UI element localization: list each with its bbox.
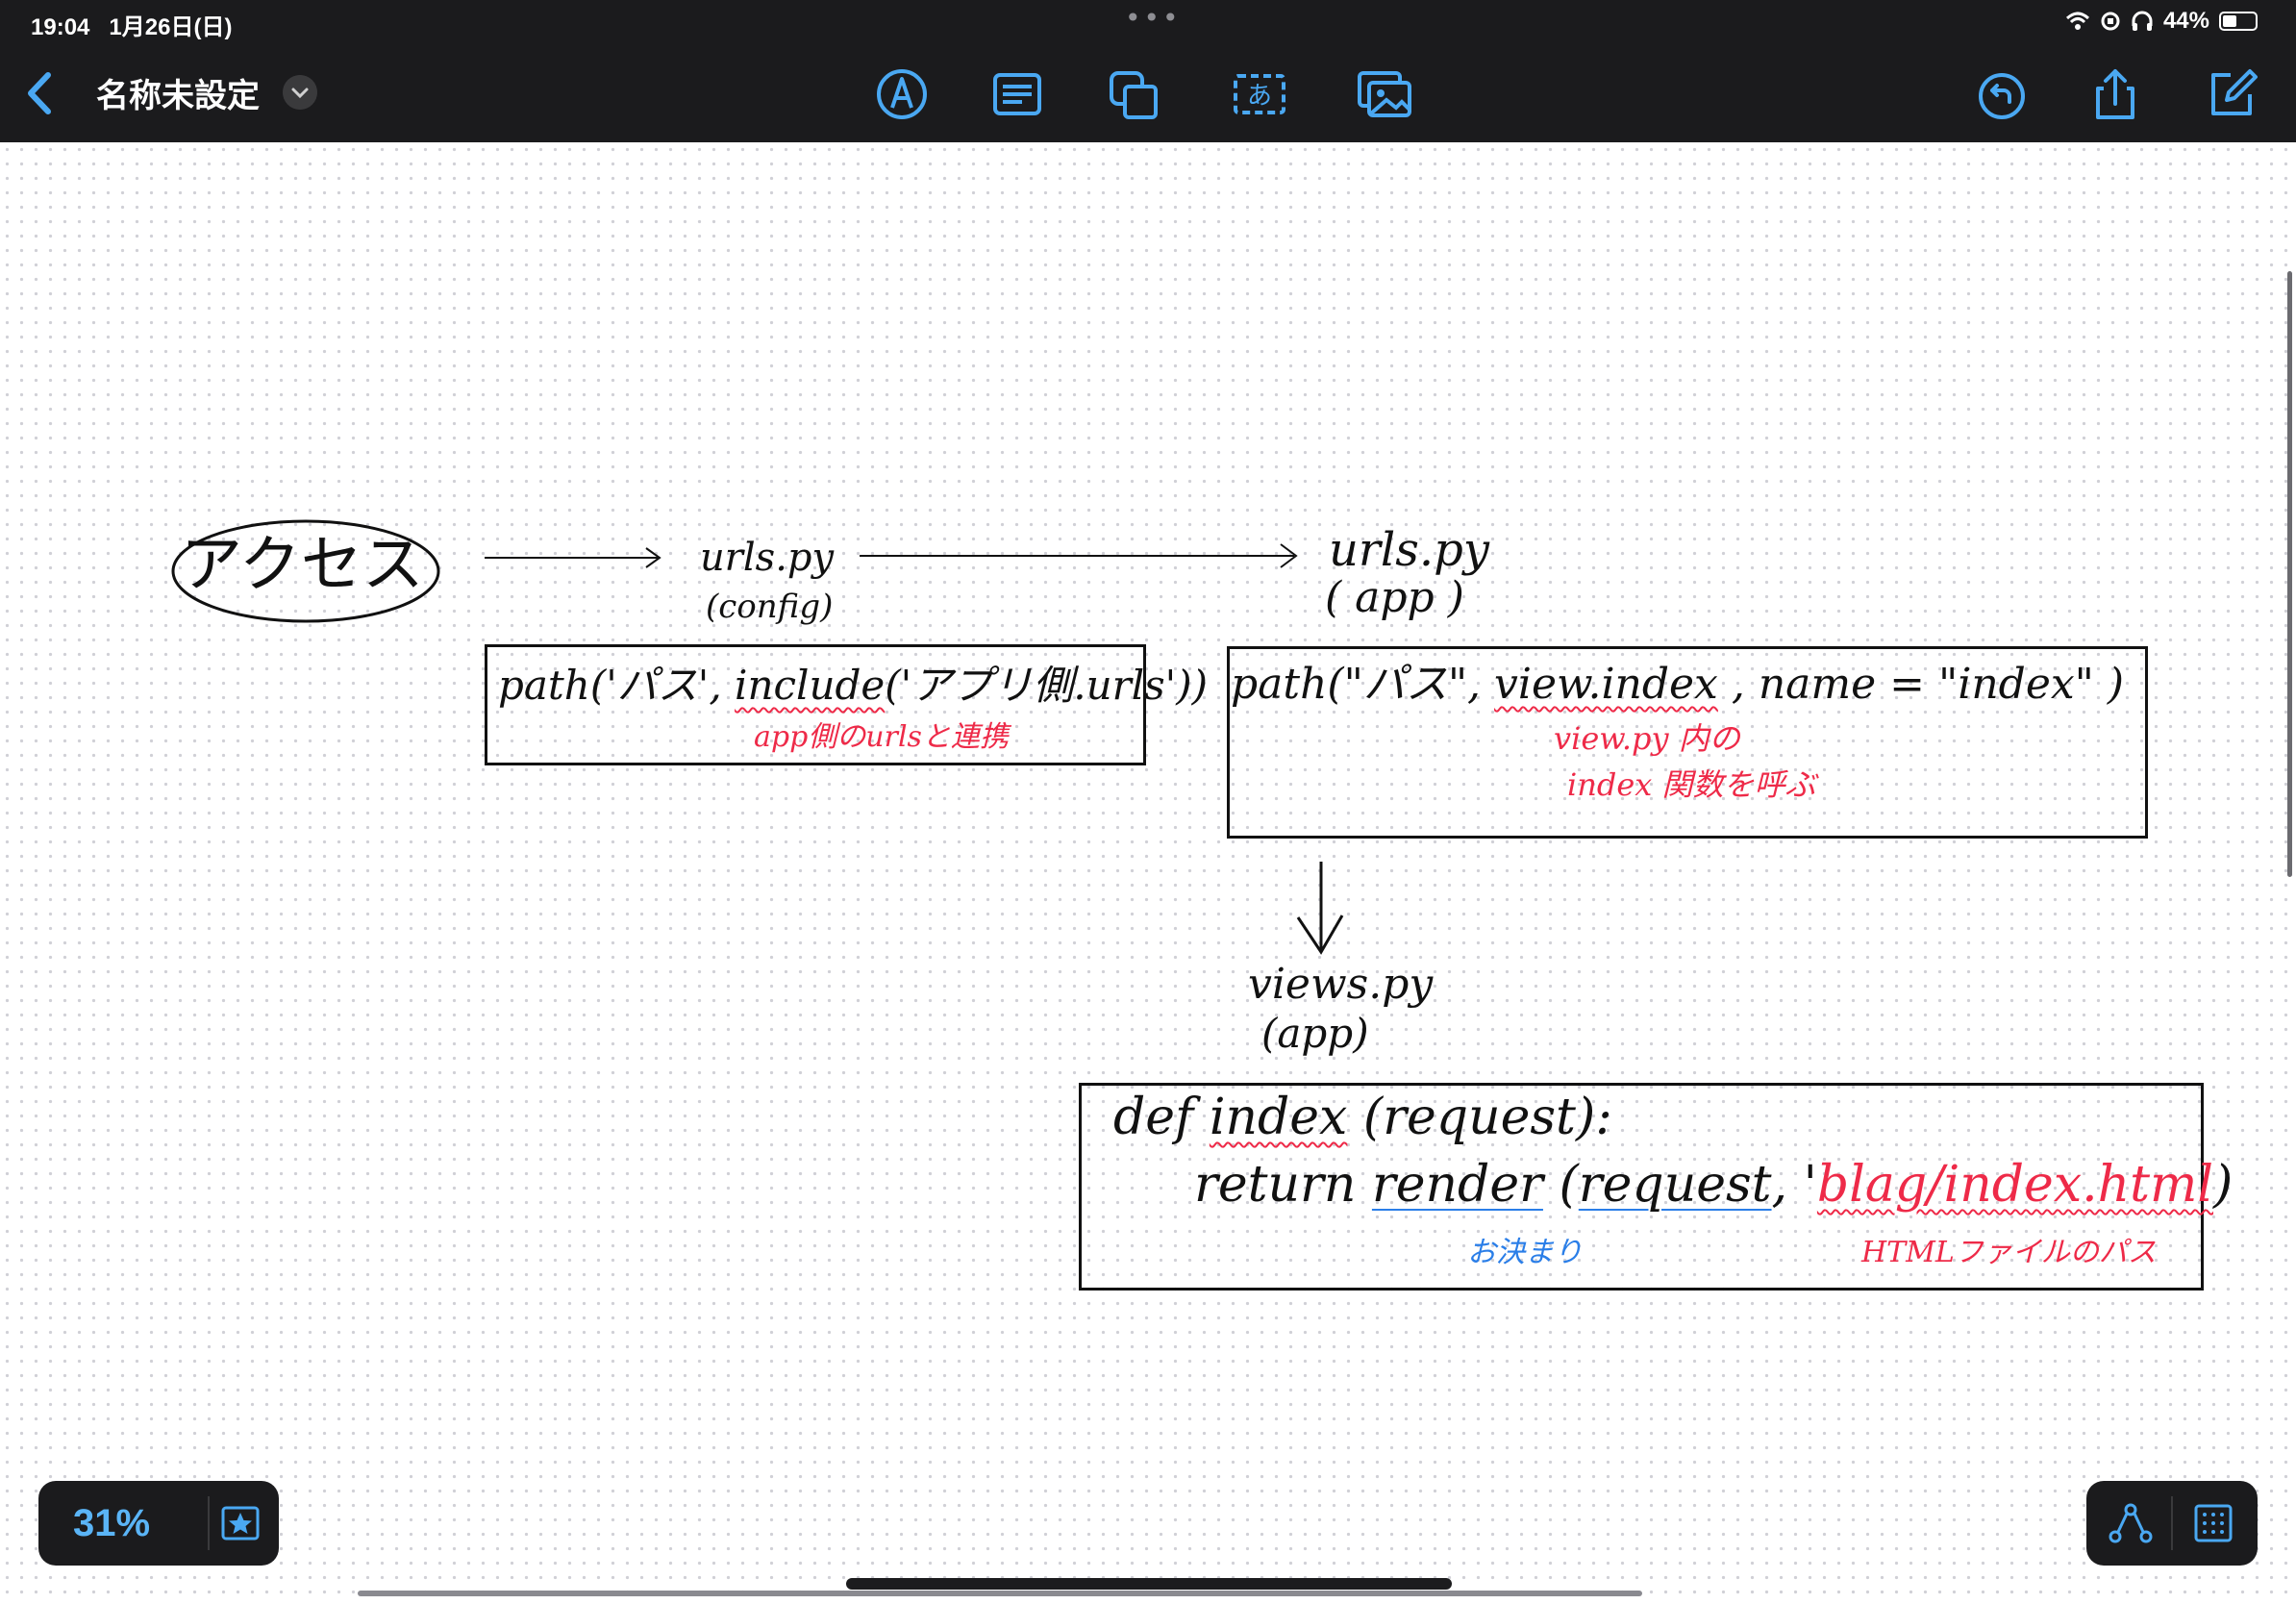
horizontal-scrollbar[interactable] [358, 1591, 1642, 1596]
orientation-lock-icon [2101, 12, 2120, 31]
text-box-icon: あ [1234, 74, 1285, 114]
app-urls-code-box[interactable] [1227, 646, 2148, 839]
app-urls-code-line[interactable]: path("パス", view.index , name = "index" ) [1231, 660, 2125, 709]
views-def-line[interactable]: def index (request): [1113, 1089, 1612, 1146]
share-icon [2096, 69, 2134, 119]
views-sub[interactable]: (app) [1261, 1010, 1369, 1057]
chevron-down-icon[interactable] [283, 75, 317, 110]
multitasking-dots[interactable]: ••• [1125, 2, 1182, 34]
image-button[interactable] [1356, 65, 1413, 123]
tool-panel [2086, 1481, 2258, 1566]
zoom-level[interactable]: 31% [73, 1502, 151, 1544]
config-code-line[interactable]: path('パス', include('アプリ側.urls')) [498, 662, 1208, 709]
undo-icon [1979, 73, 2025, 119]
note-icon [993, 73, 1041, 115]
whiteboard-canvas[interactable] [0, 142, 2296, 1604]
app-note-line1[interactable]: view.py 内の [1554, 720, 1740, 757]
shapes-icon [1110, 71, 1158, 119]
top-toolbar: 19:04 1月26日(日) ••• 44% 名称未設定 [0, 0, 2296, 142]
config-code-box[interactable] [485, 644, 1146, 765]
vertical-scrollbar[interactable] [2287, 271, 2292, 877]
views-code-box[interactable] [1079, 1083, 2204, 1291]
share-button[interactable] [2086, 65, 2144, 123]
views-return-line[interactable]: return render (request, 'blag/index.html… [1194, 1156, 2234, 1214]
config-note[interactable]: app側のurlsと連携 [754, 720, 1009, 754]
access-label[interactable]: アクセス [181, 530, 424, 601]
pen-tool-icon [877, 69, 927, 119]
new-document-button[interactable] [2202, 65, 2259, 123]
urls-config-label[interactable]: urls.py [700, 536, 835, 580]
undo-button[interactable] [1973, 65, 2031, 123]
headphones-icon [2132, 11, 2153, 31]
shapes-button[interactable] [1106, 65, 1163, 123]
status-indicators: 44% [2065, 8, 2258, 35]
pen-tool-button[interactable] [873, 65, 931, 123]
battery-percent: 44% [2162, 8, 2209, 34]
home-indicator[interactable] [846, 1578, 1452, 1590]
urls-config-sub[interactable]: (config) [706, 588, 834, 626]
note-html-path[interactable]: HTMLファイルのパス [1861, 1236, 2157, 1269]
battery-icon [2219, 12, 2258, 31]
image-icon [1358, 71, 1411, 117]
battery-level [2223, 15, 2237, 27]
panel-divider [2171, 1496, 2173, 1550]
urls-app-label[interactable]: urls.py [1329, 523, 1489, 577]
views-label[interactable]: views.py [1248, 960, 1434, 1009]
panel-divider [208, 1496, 210, 1550]
note-boilerplate[interactable]: お決まり [1467, 1236, 1583, 1269]
status-time: 19:04 1月26日(日) [31, 14, 233, 40]
text-box-button[interactable]: あ [1231, 65, 1288, 123]
note-button[interactable] [988, 65, 1046, 123]
favorite-star-icon[interactable] [212, 1494, 269, 1552]
document-title[interactable]: 名称未設定 [96, 77, 260, 115]
connector-icon[interactable] [2102, 1494, 2159, 1552]
svg-text:あ: あ [1247, 82, 1272, 111]
zoom-panel: 31% [38, 1481, 279, 1566]
new-document-icon [2211, 69, 2258, 115]
grid-icon[interactable] [2184, 1494, 2242, 1552]
wifi-icon [2065, 12, 2089, 30]
urls-app-sub[interactable]: ( app ) [1325, 573, 1464, 622]
back-chevron-icon[interactable] [19, 67, 62, 119]
app-note-line2[interactable]: index 関数を呼ぶ [1567, 766, 1816, 803]
